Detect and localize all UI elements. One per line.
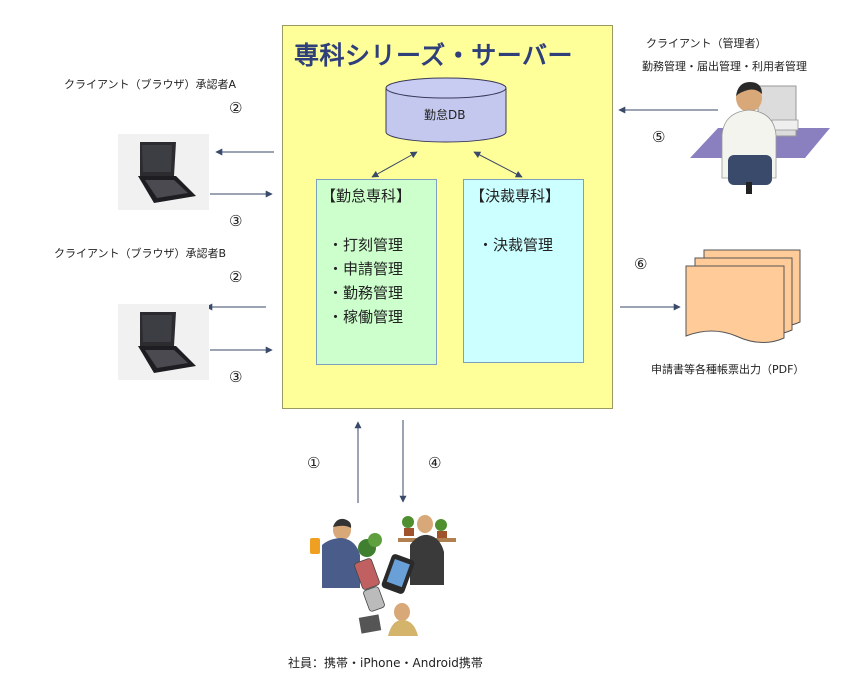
approval-module-title: 【決裁専科】	[470, 187, 561, 205]
attendance-module-title: 【勤怠専科】	[321, 187, 412, 205]
approval-module-list: ・決裁管理	[478, 233, 553, 257]
attendance-module	[316, 179, 437, 365]
employees-label: 社員：携帯・iPhone・Android携帯	[288, 656, 483, 670]
client-a-label: クライアント（ブラウザ）承認者A	[64, 78, 237, 91]
step-marker-2: ②	[229, 268, 243, 286]
approval-module	[463, 179, 584, 363]
pdf-output-label: 申請書等各種帳票出力（PDF）	[651, 363, 805, 376]
admin-person-icon	[690, 82, 830, 194]
laptop-icon	[118, 134, 209, 210]
db-approval-link	[473, 151, 523, 178]
database-icon	[385, 77, 507, 143]
attendance-item: ・申請管理	[328, 260, 404, 278]
client-b-label: クライアント（ブラウザ）承認者B	[54, 247, 227, 260]
attendance-item: ・打刻管理	[328, 236, 404, 254]
step-marker-2: ②	[229, 99, 243, 117]
attendance-item: ・勤務管理	[328, 284, 404, 302]
server-title: 専科シリーズ・サーバー	[294, 41, 574, 70]
employees-mobile-icon	[305, 515, 470, 640]
attendance-item: ・稼働管理	[328, 308, 404, 326]
step-marker-3: ③	[229, 368, 243, 386]
document-stack-icon	[685, 249, 801, 343]
step-marker-5: ⑤	[652, 128, 666, 146]
attendance-module-list: ・打刻管理 ・申請管理 ・勤務管理 ・稼働管理	[328, 233, 403, 329]
laptop-icon	[118, 304, 209, 380]
step-marker-1: ①	[307, 454, 321, 472]
database-label: 勤怠DB	[424, 108, 466, 122]
step-marker-3: ③	[229, 212, 243, 230]
admin-label-line1: クライアント（管理者）	[646, 37, 767, 50]
step-marker-6: ⑥	[634, 255, 648, 273]
admin-label-line2: 勤務管理・届出管理・利用者管理	[642, 60, 807, 73]
step-marker-4: ④	[428, 454, 442, 472]
db-attendance-link	[371, 151, 418, 178]
approval-item: ・決裁管理	[478, 236, 554, 254]
